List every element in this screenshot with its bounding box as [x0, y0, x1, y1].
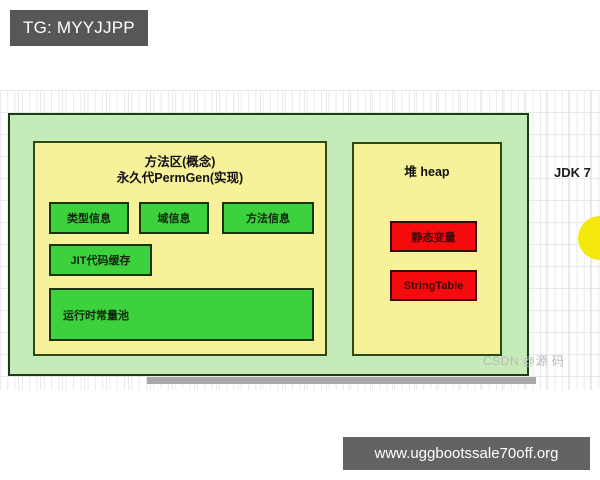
heap-panel: 堆 heap 静态变量 StringTable: [352, 142, 502, 356]
box-field-info: 域信息: [139, 202, 209, 234]
box-string-table: StringTable: [390, 270, 477, 301]
tg-tag-label: TG: MYYJJPP: [10, 10, 148, 46]
heap-title: 堆 heap: [404, 165, 450, 179]
url-banner: www.uggbootssale70off.org: [343, 437, 590, 470]
box-method-info: 方法信息: [222, 202, 314, 234]
yellow-circle-decoration: [578, 216, 600, 260]
jdk-version-label: JDK 7: [554, 165, 591, 180]
box-jit-code-cache: JIT代码缓存: [49, 244, 152, 276]
method-area-title-impl: 永久代PermGen(实现): [116, 171, 244, 185]
method-area-panel: 方法区(概念) 永久代PermGen(实现) 类型信息 域信息 方法信息 JIT…: [33, 141, 327, 356]
jvm-memory-card: 方法区(概念) 永久代PermGen(实现) 类型信息 域信息 方法信息 JIT…: [8, 113, 529, 376]
card-drop-shadow: [147, 377, 536, 384]
box-runtime-constant-pool: 运行时常量池: [49, 288, 314, 341]
method-area-title-group: 方法区(概念) 永久代PermGen(实现): [35, 143, 325, 186]
method-area-title-concept: 方法区(概念): [144, 155, 216, 169]
box-type-info: 类型信息: [49, 202, 129, 234]
box-static-variables: 静态变量: [390, 221, 477, 252]
csdn-watermark: CSDN @源 码: [483, 354, 565, 368]
